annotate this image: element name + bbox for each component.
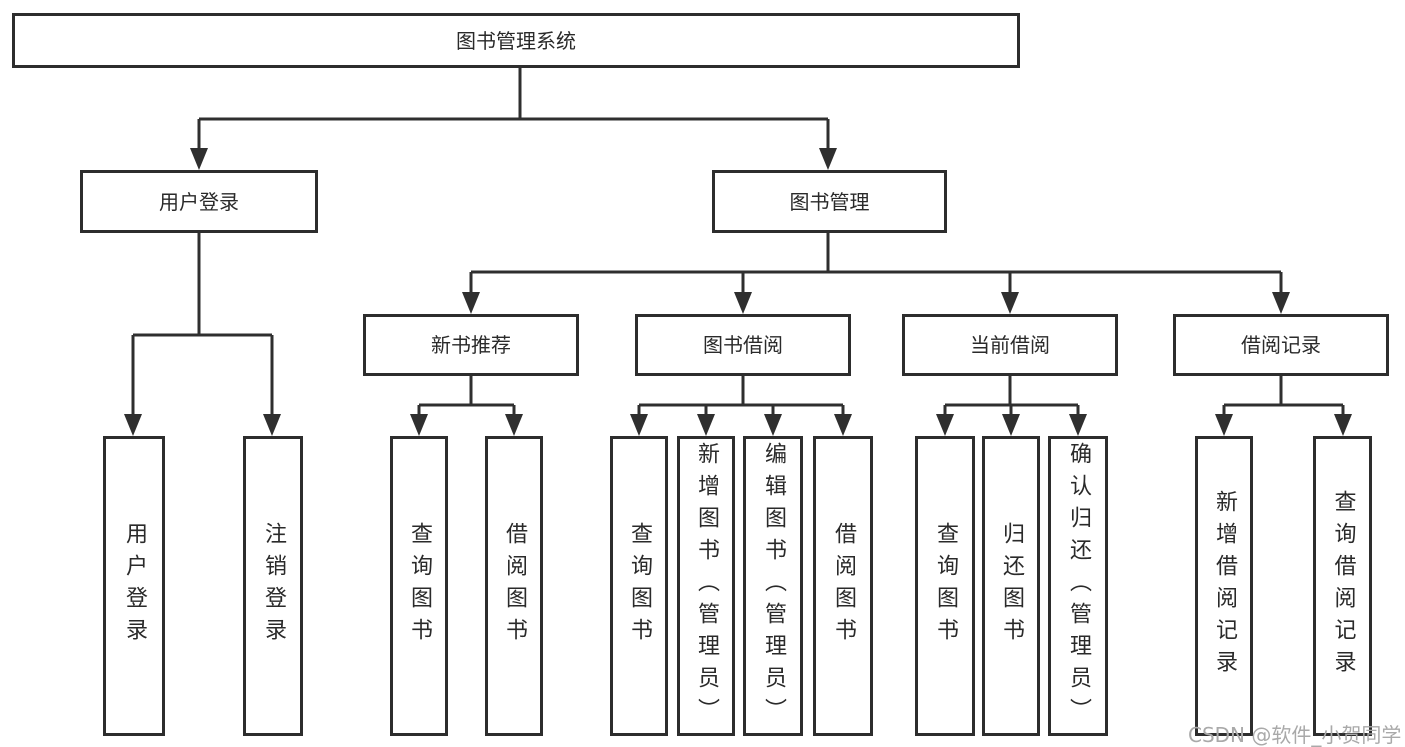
- node-root: 图书管理系统: [12, 13, 1020, 68]
- arrowhead-icon: [936, 414, 954, 436]
- node-borrow-records-label: 借阅记录: [1241, 333, 1321, 357]
- leaf-add-borrow-record-label: 新增借阅记录: [1212, 490, 1237, 682]
- node-root-label: 图书管理系统: [456, 28, 576, 53]
- leaf-return-books-label: 归还图书: [999, 522, 1024, 650]
- arrowhead-icon: [834, 414, 852, 436]
- leaf-edit-books-admin-label: 编辑图书（管理员）: [761, 442, 786, 730]
- node-book-management-label: 图书管理: [789, 189, 870, 214]
- leaf-add-books-admin: 新增图书（管理员）: [677, 436, 735, 736]
- arrowhead-icon: [462, 292, 480, 314]
- node-user-login-label: 用户登录: [159, 189, 239, 214]
- node-current-borrow: 当前借阅: [902, 314, 1118, 376]
- leaf-logout: 注销登录: [243, 436, 303, 736]
- leaf-borrow-books-label: 借阅图书: [831, 522, 856, 650]
- arrowhead-icon: [505, 414, 523, 436]
- arrowhead-icon: [764, 414, 782, 436]
- node-borrow-records: 借阅记录: [1173, 314, 1389, 376]
- leaf-query-books-recommend: 查询图书: [390, 436, 448, 736]
- leaf-borrow-books-recommend-label: 借阅图书: [502, 522, 527, 650]
- arrowhead-icon: [1001, 292, 1019, 314]
- leaf-query-books-current: 查询图书: [915, 436, 975, 736]
- arrowhead-icon: [697, 414, 715, 436]
- tree-edges: [131, 68, 1345, 418]
- arrowhead-icon: [819, 148, 837, 170]
- leaf-query-books-current-label: 查询图书: [933, 522, 958, 650]
- arrowhead-icon: [630, 414, 648, 436]
- leaf-return-books: 归还图书: [982, 436, 1040, 736]
- arrowhead-icon: [124, 414, 142, 436]
- leaf-confirm-return-admin: 确认归还（管理员）: [1048, 436, 1108, 736]
- leaf-borrow-books: 借阅图书: [813, 436, 873, 736]
- leaf-query-books-recommend-label: 查询图书: [407, 522, 432, 650]
- leaf-user-login-label: 用户登录: [122, 522, 147, 650]
- node-user-login: 用户登录: [80, 170, 318, 233]
- arrowhead-icon: [1334, 414, 1352, 436]
- csdn-watermark: CSDN @软件_小贺同学: [1188, 723, 1402, 747]
- leaf-borrow-books-recommend: 借阅图书: [485, 436, 543, 736]
- node-book-borrow: 图书借阅: [635, 314, 851, 376]
- leaf-user-login: 用户登录: [103, 436, 165, 736]
- node-current-borrow-label: 当前借阅: [970, 333, 1050, 357]
- arrowhead-icon: [263, 414, 281, 436]
- node-book-borrow-label: 图书借阅: [703, 333, 783, 357]
- arrowhead-icon: [410, 414, 428, 436]
- arrowhead-icon: [1069, 414, 1087, 436]
- arrowhead-icon: [1272, 292, 1290, 314]
- leaf-query-borrow-record-label: 查询借阅记录: [1330, 490, 1356, 682]
- arrowheads: [124, 148, 1352, 436]
- node-book-management: 图书管理: [712, 170, 947, 233]
- leaf-query-borrow-record: 查询借阅记录: [1313, 436, 1372, 736]
- arrowhead-icon: [734, 292, 752, 314]
- leaf-add-books-admin-label: 新增图书（管理员）: [694, 442, 719, 730]
- leaf-edit-books-admin: 编辑图书（管理员）: [743, 436, 803, 736]
- leaf-logout-label: 注销登录: [261, 522, 286, 650]
- arrowhead-icon: [1002, 414, 1020, 436]
- leaf-query-books-borrow-label: 查询图书: [627, 522, 652, 650]
- node-new-book-recommend-label: 新书推荐: [431, 333, 511, 357]
- leaf-add-borrow-record: 新增借阅记录: [1195, 436, 1253, 736]
- leaf-confirm-return-admin-label: 确认归还（管理员）: [1066, 442, 1091, 730]
- node-new-book-recommend: 新书推荐: [363, 314, 579, 376]
- arrowhead-icon: [190, 148, 208, 170]
- arrowhead-icon: [1215, 414, 1233, 436]
- leaf-query-books-borrow: 查询图书: [610, 436, 668, 736]
